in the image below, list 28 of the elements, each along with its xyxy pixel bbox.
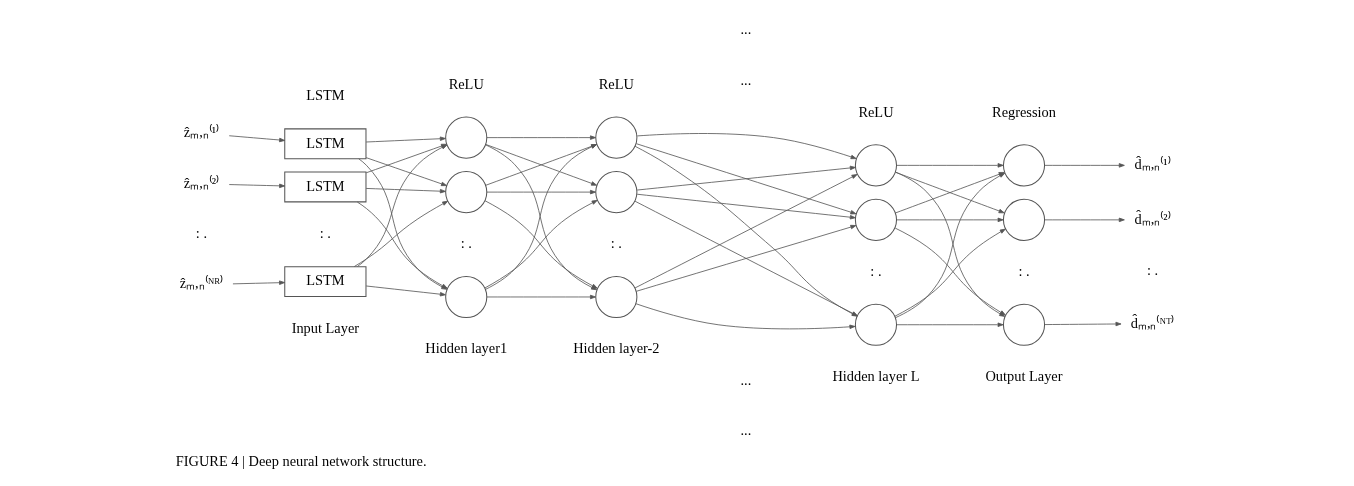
label: : . <box>195 225 208 242</box>
label: : . <box>1018 263 1030 280</box>
label: ... <box>740 422 752 439</box>
label: : . <box>1146 262 1159 279</box>
node-text: d̂ₘ,ₙ⁽ᴺᵀ⁾ <box>1130 314 1175 331</box>
label: ReLU <box>858 103 894 120</box>
label: Hidden layer L <box>832 367 920 384</box>
label: : . <box>610 235 622 252</box>
node-text: d̂ₘ,ₙ⁽²⁾ <box>1134 210 1171 227</box>
label: : . <box>319 225 331 242</box>
label: Output Layer <box>985 367 1063 384</box>
node-text: ẑₘ,ₙ⁽²⁾ <box>183 174 220 191</box>
label: ReLU <box>598 75 634 92</box>
label: Regression <box>992 103 1056 120</box>
label: : . <box>460 235 472 252</box>
node-text: d̂ₘ,ₙ⁽¹⁾ <box>1134 156 1171 173</box>
label: ... <box>740 372 752 389</box>
label: Input Layer <box>291 319 360 336</box>
label: ... <box>740 71 752 88</box>
label: Hidden layer1 <box>425 340 508 357</box>
label: ... <box>740 21 752 38</box>
label: ReLU <box>448 75 484 92</box>
node-text: ẑₘ,ₙ⁽¹⁾ <box>183 124 220 141</box>
caption: FIGURE 4 | Deep neural network structure. <box>175 452 427 469</box>
node-text: ẑₘ,ₙ⁽ᴺᴿ⁾ <box>179 275 224 292</box>
label: Hidden layer-2 <box>573 340 660 357</box>
label: LSTM <box>306 87 345 104</box>
label: : . <box>870 263 882 280</box>
